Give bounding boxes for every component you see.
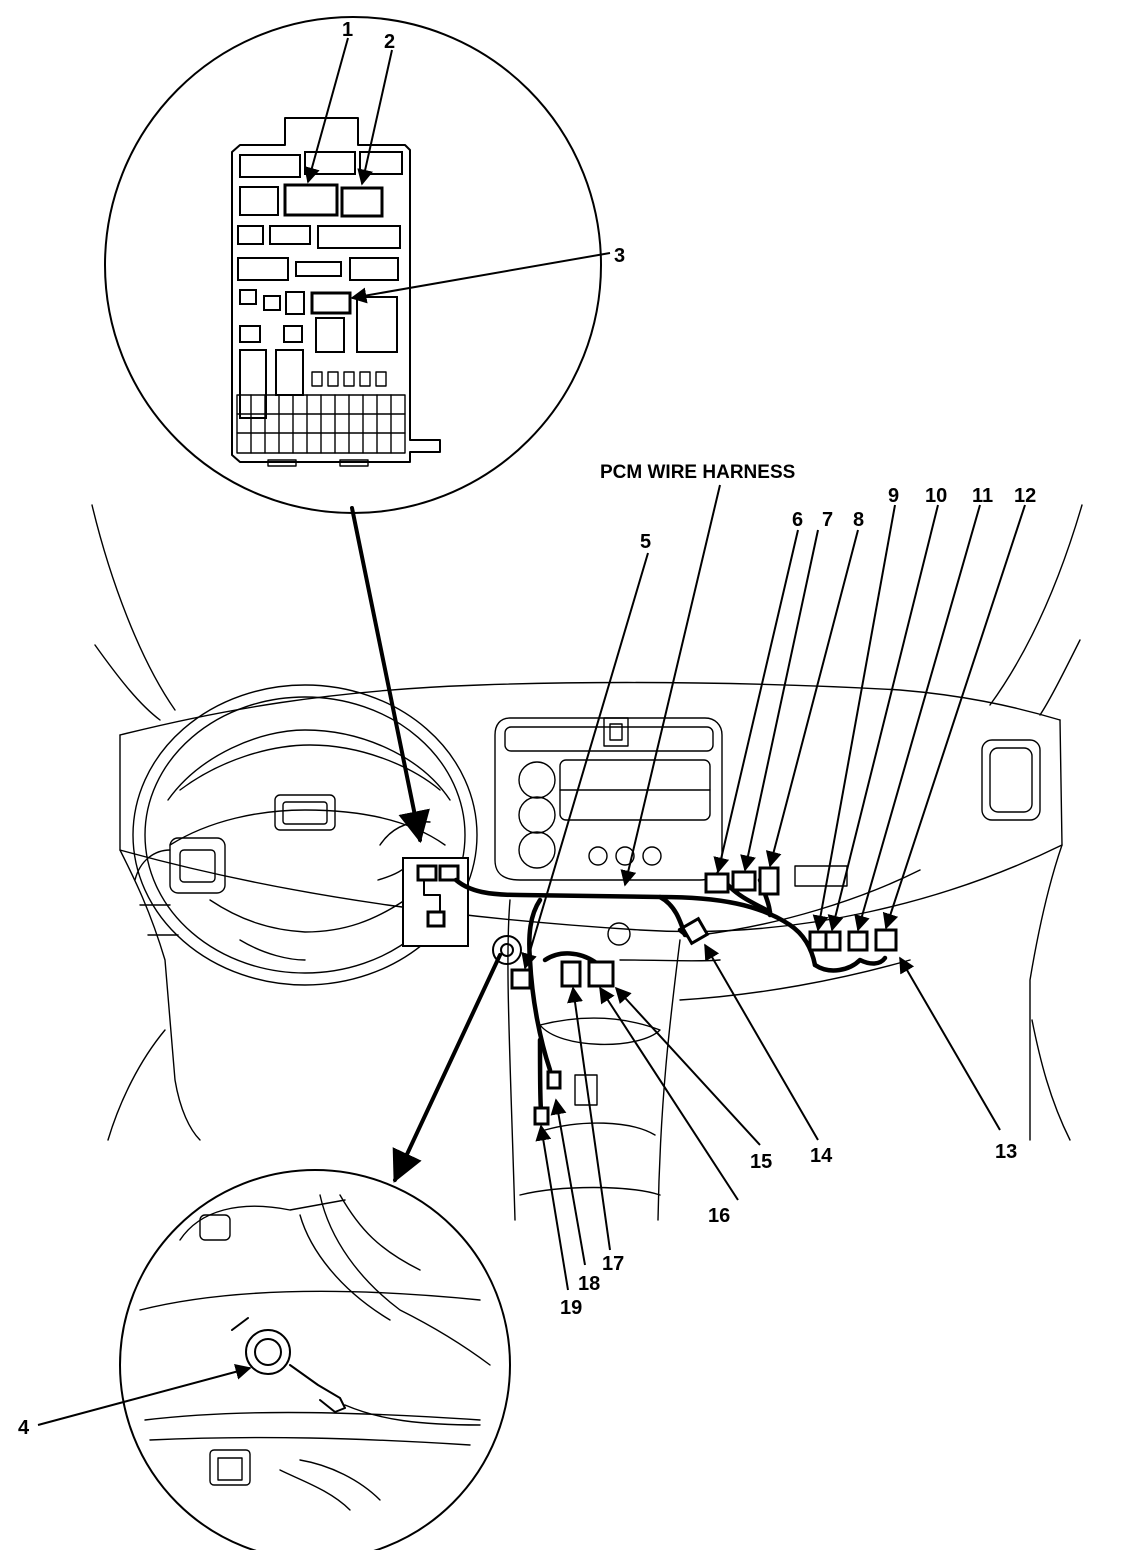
callout-16: 16 bbox=[708, 1205, 730, 1227]
sensor-detail bbox=[119, 1169, 511, 1550]
callout-10: 10 bbox=[925, 485, 947, 507]
callout-6: 6 bbox=[792, 509, 803, 531]
callout-11: 11 bbox=[972, 485, 993, 507]
connectors bbox=[492, 866, 898, 1126]
callout-15: 15 bbox=[750, 1151, 772, 1173]
callout-2: 2 bbox=[384, 31, 395, 53]
callout-9: 9 bbox=[888, 485, 899, 507]
callout-8: 8 bbox=[853, 509, 864, 531]
leader-2 bbox=[357, 49, 393, 186]
leader-3 bbox=[350, 252, 611, 304]
callout-3: 3 bbox=[614, 245, 625, 267]
leader-4 bbox=[37, 1364, 252, 1426]
callout-leaders bbox=[521, 484, 1026, 1291]
leader-1 bbox=[304, 37, 349, 184]
callout-17: 17 bbox=[602, 1253, 624, 1275]
callout-19: 19 bbox=[560, 1297, 582, 1319]
callout-12: 12 bbox=[1014, 485, 1036, 507]
callout-7: 7 bbox=[822, 509, 833, 531]
fuse-box-detail bbox=[104, 16, 602, 514]
callout-14: 14 bbox=[810, 1145, 833, 1167]
callout-5: 5 bbox=[640, 531, 651, 553]
dashboard-illustration bbox=[91, 504, 1083, 1221]
callout-4: 4 bbox=[18, 1417, 30, 1439]
fuse-box-location-arrow bbox=[350, 506, 430, 844]
sensor-location-arrow bbox=[392, 953, 502, 1183]
under-dash-fuse-box bbox=[402, 857, 469, 947]
harness-label: PCM WIRE HARNESS bbox=[600, 462, 795, 483]
callout-1: 1 bbox=[342, 19, 353, 41]
callout-13: 13 bbox=[995, 1141, 1017, 1163]
callout-18: 18 bbox=[578, 1273, 600, 1295]
